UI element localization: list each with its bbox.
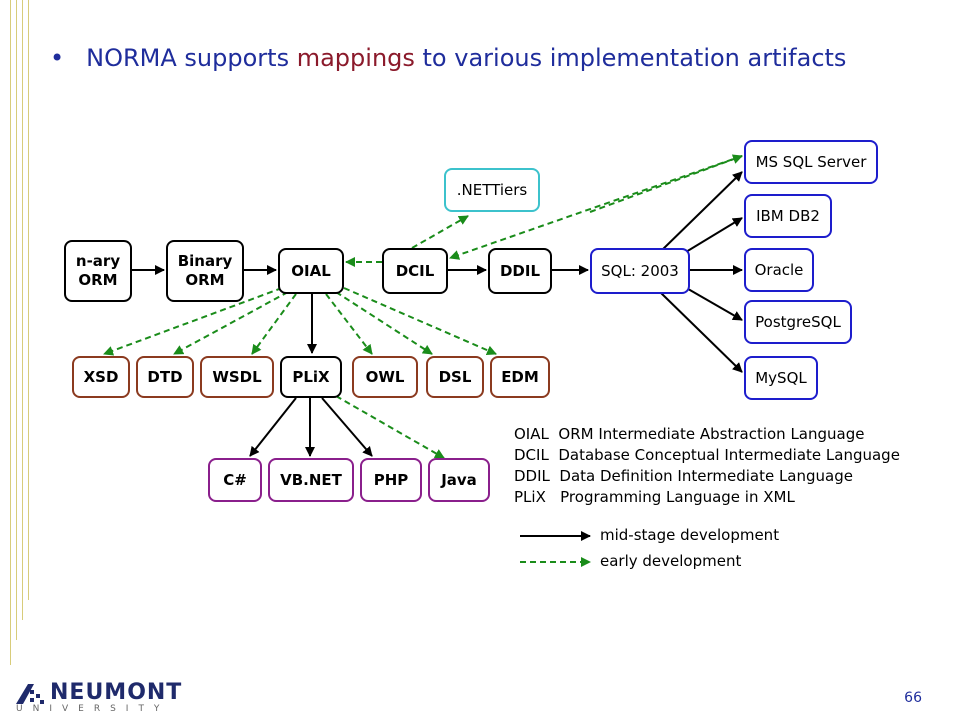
- edge-plix-csharp: [249, 397, 297, 457]
- node-sql2003: SQL: 2003: [590, 248, 690, 294]
- edge-oial-dtd: [173, 291, 289, 355]
- node-binary-orm: Binary ORM: [166, 240, 244, 302]
- node-owl: OWL: [352, 356, 418, 398]
- node-postgres: PostgreSQL: [744, 300, 852, 344]
- edge-sql-mysql: [659, 291, 743, 373]
- edge-sql-mssql: [659, 171, 743, 253]
- slide-title: • NORMA supports mappings to various impl…: [50, 44, 846, 72]
- node-mysql: MySQL: [744, 356, 818, 400]
- decor-line: [28, 0, 29, 600]
- node-edm: EDM: [490, 356, 550, 398]
- edge-oial-wsdl: [251, 293, 297, 355]
- edge-oial-edm: [343, 287, 497, 356]
- node-nettiers: .NETTiers: [444, 168, 540, 212]
- node-db2: IBM DB2: [744, 194, 832, 238]
- edge-dcil-nettiers: [411, 215, 469, 249]
- node-oial: OIAL: [278, 248, 344, 294]
- node-php: PHP: [360, 458, 422, 502]
- edge-mssql-dcil: [449, 155, 743, 260]
- logo-wordmark: NEUMONT: [50, 680, 183, 705]
- page-number: 66: [904, 690, 922, 706]
- node-dcil: DCIL: [382, 248, 448, 294]
- edge-plix-java: [335, 395, 445, 459]
- node-plix: PLiX: [280, 356, 342, 398]
- node-nary-orm: n-ary ORM: [64, 240, 132, 302]
- node-xsd: XSD: [72, 356, 130, 398]
- edge-sql-mssql-early: [589, 154, 743, 213]
- node-vbnet: VB.NET: [268, 458, 354, 502]
- node-dsl: DSL: [426, 356, 484, 398]
- legend-abbrev-oial: OIAL ORM Intermediate Abstraction Langua…: [514, 425, 865, 443]
- edge-oial-owl: [325, 293, 373, 355]
- title-text-pre: NORMA supports: [86, 44, 297, 72]
- node-oracle: Oracle: [744, 248, 814, 292]
- node-csharp: C#: [208, 458, 262, 502]
- decor-line: [16, 0, 17, 640]
- legend-abbrev-dcil: DCIL Database Conceptual Intermediate La…: [514, 446, 900, 464]
- bullet: •: [50, 44, 65, 72]
- node-java: Java: [428, 458, 490, 502]
- decor-line: [10, 0, 11, 665]
- edge-oial-dsl: [335, 291, 433, 355]
- title-highlight: mappings: [296, 44, 415, 72]
- edge-oial-xsd: [103, 287, 283, 356]
- node-dtd: DTD: [136, 356, 194, 398]
- decor-line: [22, 0, 23, 620]
- logo-mark-icon: [16, 684, 44, 704]
- legend-dashed-label: early development: [600, 552, 742, 570]
- node-ddil: DDIL: [488, 248, 552, 294]
- legend-abbrev-plix: PLiX Programming Language in XML: [514, 488, 795, 506]
- node-wsdl: WSDL: [200, 356, 274, 398]
- title-text-post: to various implementation artifacts: [414, 44, 847, 72]
- edge-plix-php: [321, 397, 373, 457]
- node-mssql: MS SQL Server: [744, 140, 878, 184]
- legend-solid-label: mid-stage development: [600, 526, 780, 544]
- logo-subtitle: UNIVERSITY: [16, 704, 170, 714]
- neumont-logo: NEUMONT UNIVERSITY: [14, 680, 181, 716]
- legend-abbrev-ddil: DDIL Data Definition Intermediate Langua…: [514, 467, 853, 485]
